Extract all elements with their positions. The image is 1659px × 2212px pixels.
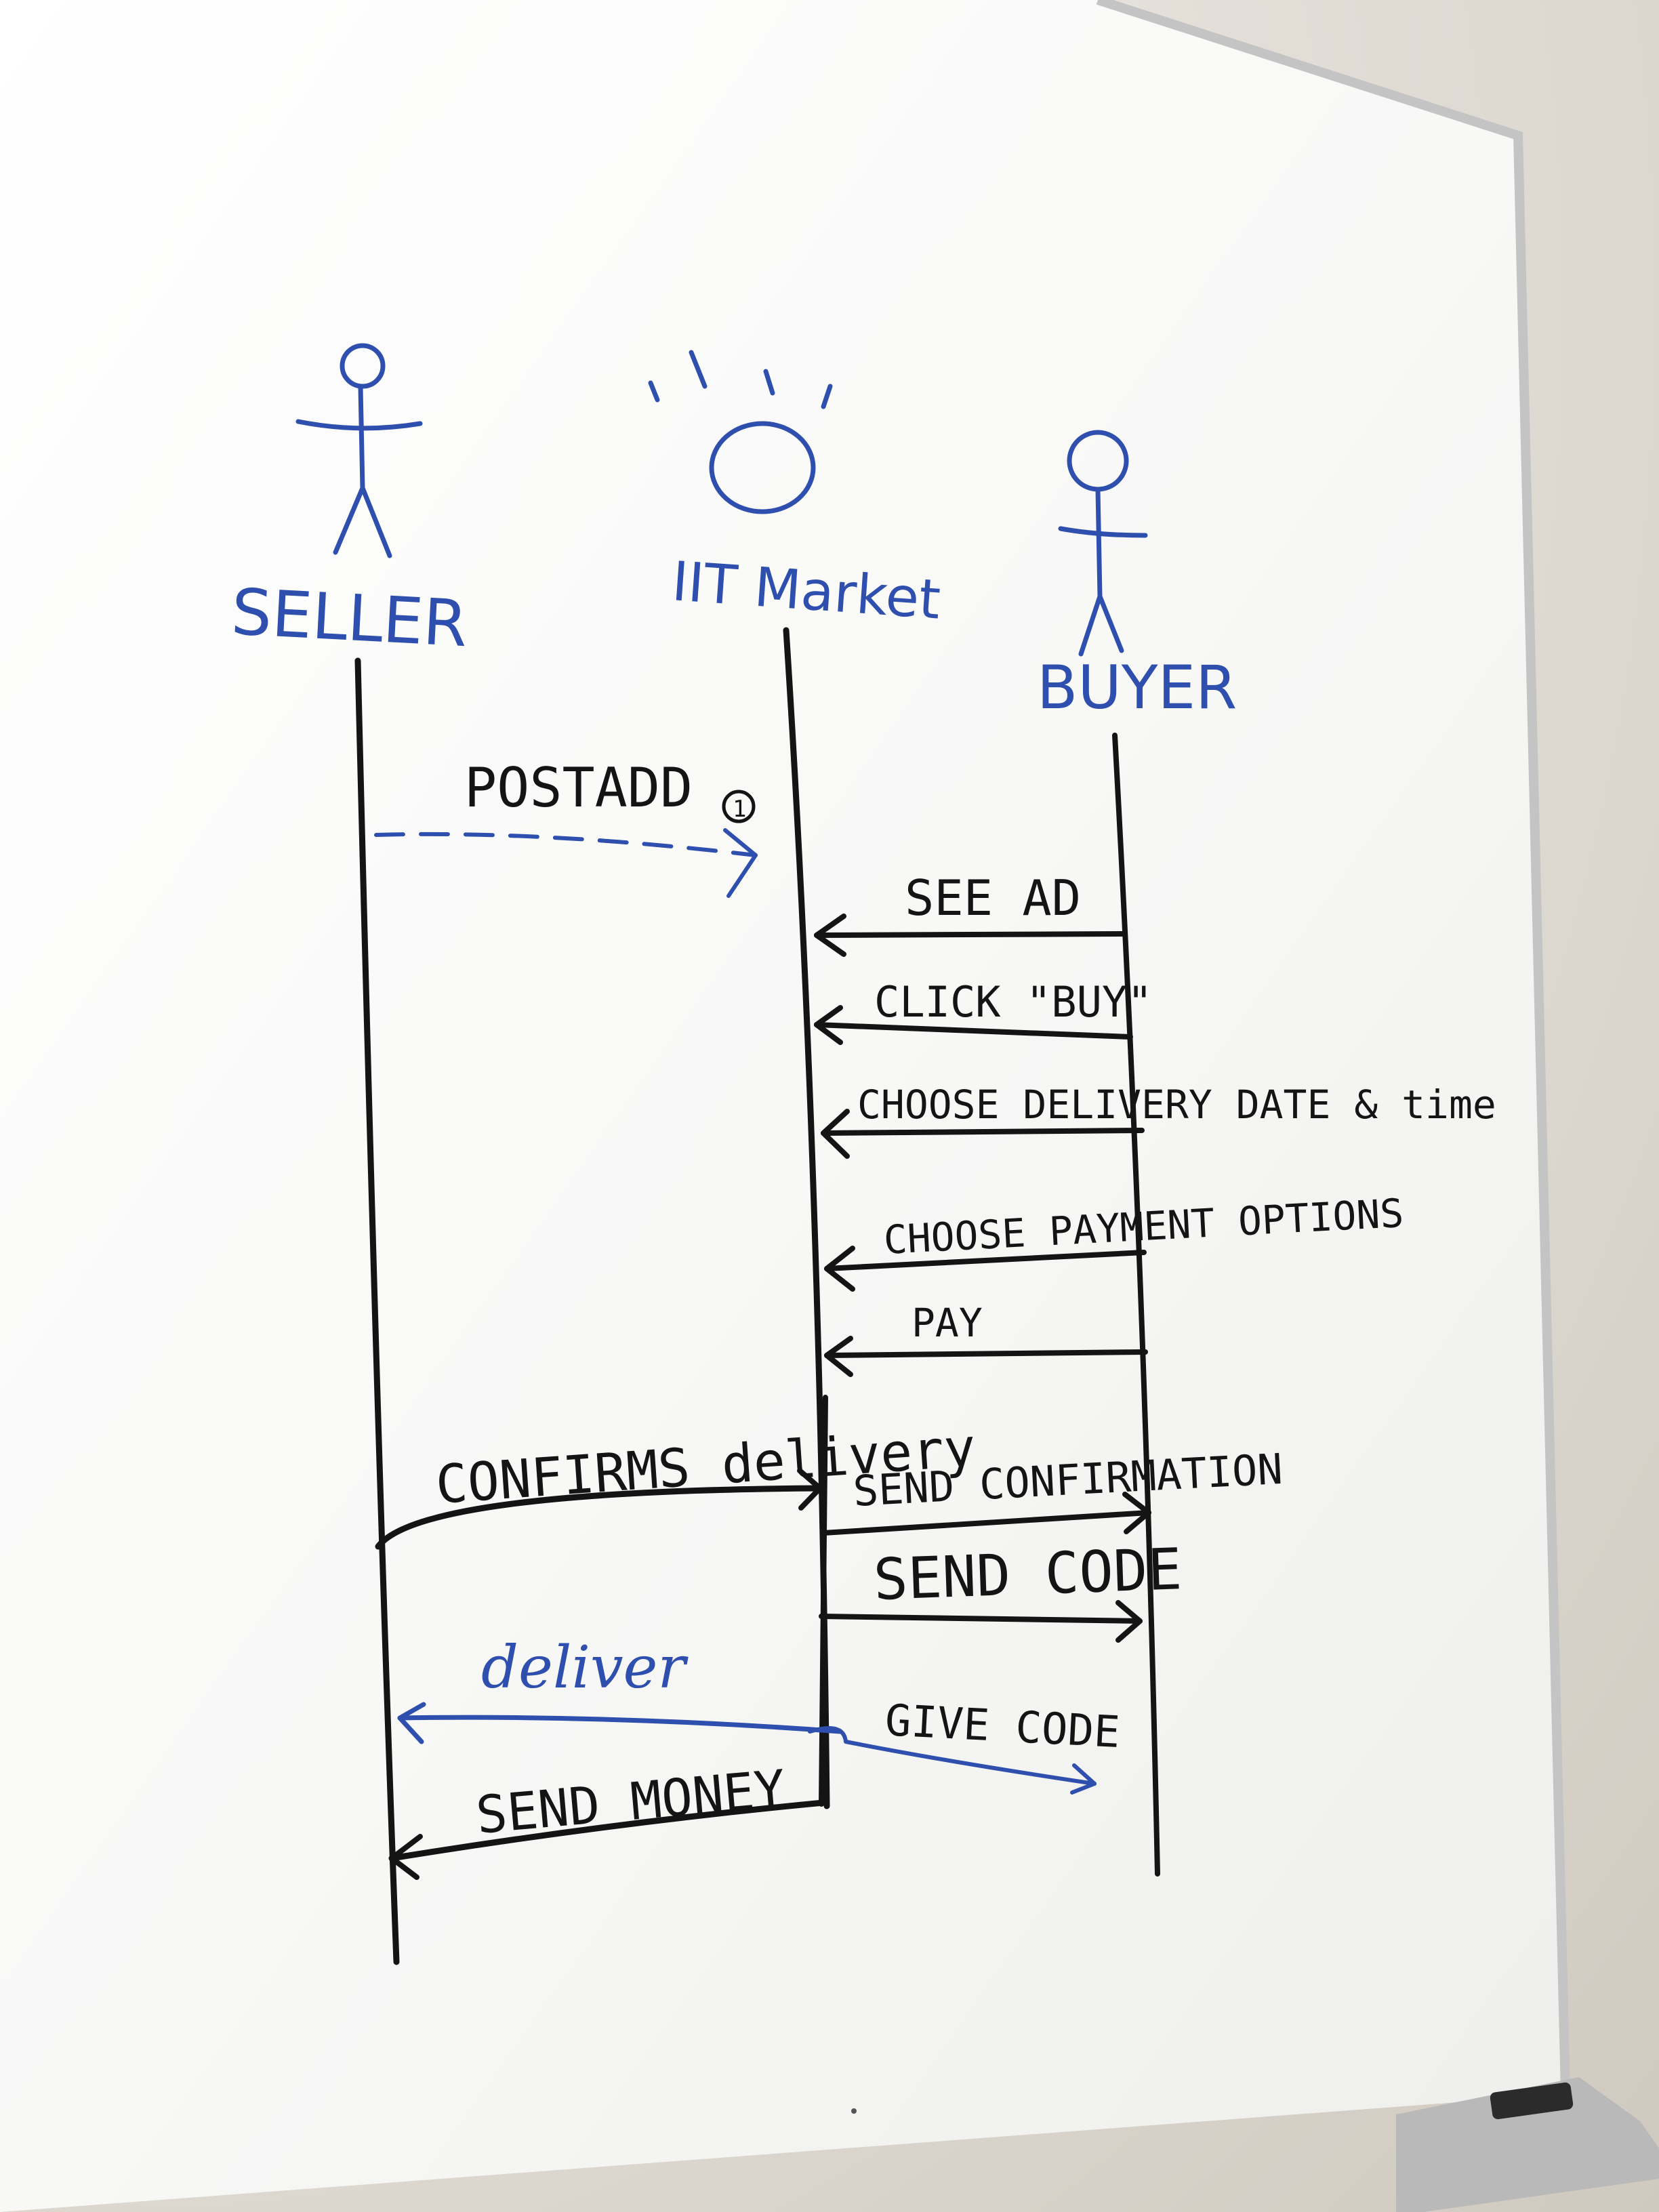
deliver-label: deliver — [481, 1634, 689, 1702]
step-one-marker — [722, 790, 756, 823]
choose-payment-arrowhead — [824, 1246, 855, 1292]
confirms-delivery-arrow — [375, 1485, 823, 1550]
send-money-arrow — [388, 1799, 827, 1862]
deliver-arrow — [397, 1715, 843, 1734]
pay-arrow — [824, 1349, 1148, 1358]
smudge-mark — [851, 2108, 857, 2114]
buyer-lifeline — [1112, 733, 1160, 1877]
give-code-arrowhead — [1070, 1763, 1097, 1795]
post-ad-label: POSTADD — [464, 756, 693, 819]
send-code-arrow — [819, 1614, 1143, 1624]
post-ad-arrow — [374, 832, 758, 857]
send-money-arrowhead — [389, 1834, 423, 1880]
seller-stick-figure-icon — [295, 343, 423, 558]
send-confirmation-arrow — [821, 1510, 1151, 1536]
send-confirmation-arrowhead — [1122, 1492, 1151, 1534]
click-buy-arrow — [814, 1022, 1133, 1040]
send-code-label: SEND CODE — [872, 1536, 1183, 1613]
see-ad-arrowhead — [814, 914, 846, 957]
confirms-delivery-arrowhead — [797, 1468, 823, 1511]
seller-lifeline — [354, 657, 400, 1965]
see-ad-label: SEE AD — [905, 869, 1081, 926]
choose-delivery-arrowhead — [821, 1109, 850, 1159]
eraser-icon — [1490, 2082, 1574, 2120]
whiteboard-surface — [0, 0, 1565, 2212]
give-code-label: GIVE CODE — [884, 1696, 1121, 1758]
buyer-stick-figure-icon — [1058, 430, 1148, 657]
iit-market-glowing-circle-icon — [648, 350, 833, 514]
give-code-arrow — [808, 1726, 1097, 1786]
choose-delivery-arrow — [821, 1128, 1145, 1136]
deliver-arrowhead — [397, 1702, 426, 1744]
click-buy-arrowhead — [814, 1005, 843, 1045]
choose-payment-arrow — [824, 1250, 1147, 1271]
pay-arrowhead — [824, 1336, 853, 1377]
pay-label: PAY — [912, 1300, 983, 1346]
post-ad-arrowhead — [723, 828, 758, 898]
step-one-number: 1 — [733, 796, 746, 823]
click-buy-label: CLICK "BUY" — [874, 977, 1153, 1027]
see-ad-arrow — [814, 931, 1128, 938]
choose-delivery-label: CHOOSE DELIVERY DATE & time — [857, 1082, 1496, 1128]
marker-tray — [1396, 2077, 1659, 2212]
iit-market-activation-bar — [819, 1395, 828, 1807]
send-code-arrowhead — [1115, 1600, 1143, 1643]
buyer-label: BUYER — [1037, 653, 1237, 722]
seller-label: SELLER — [230, 575, 470, 661]
whiteboard-frame — [1096, 0, 1570, 2095]
